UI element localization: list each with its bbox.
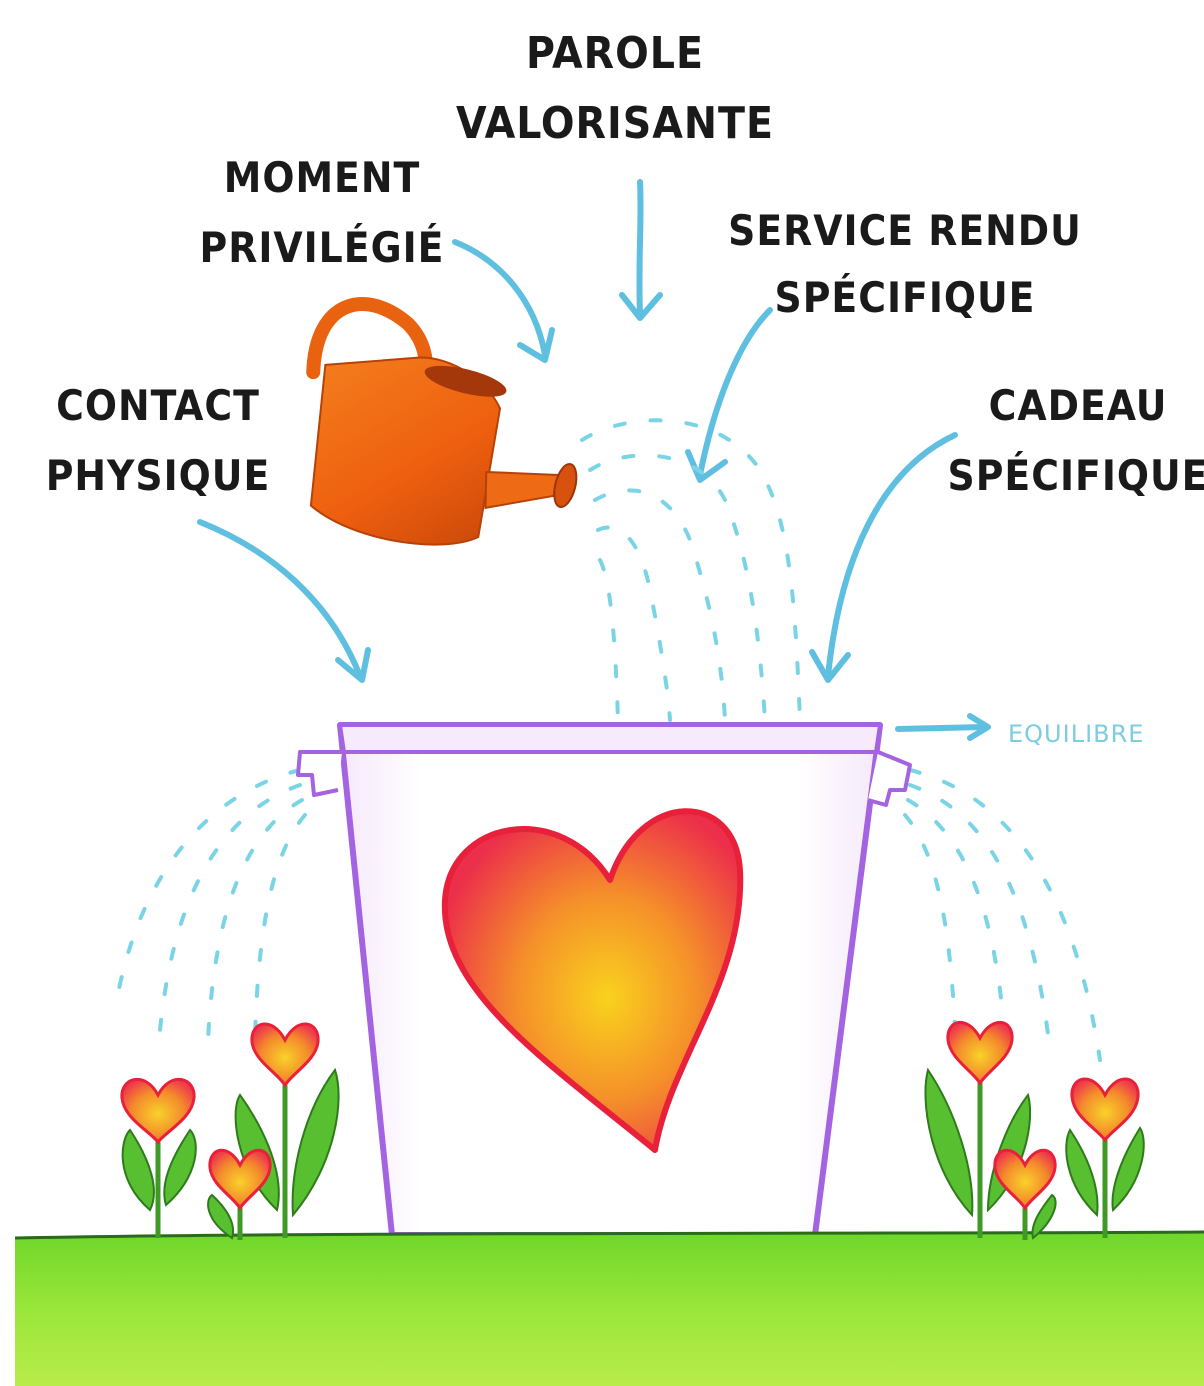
label-equilibre: EQUILIBRE xyxy=(1008,720,1144,748)
water-overflow-left xyxy=(115,770,305,1040)
label-moment-line1: MOMENT xyxy=(224,153,421,202)
flower-left-2 xyxy=(236,1024,339,1238)
arrow-equilibre xyxy=(898,716,988,738)
grass xyxy=(15,1232,1204,1386)
label-moment-line2: PRIVILÉGIÉ xyxy=(200,222,445,272)
flower-right-2 xyxy=(995,1150,1056,1240)
flower-right-1 xyxy=(925,1022,1030,1238)
flower-left-3 xyxy=(208,1150,270,1240)
label-parole-line1: PAROLE xyxy=(526,28,704,79)
label-parole-valorisante: PAROLE VALORISANTE xyxy=(456,28,774,149)
label-cadeau-line2: SPÉCIFIQUE xyxy=(948,450,1204,500)
arrow-moment xyxy=(455,242,552,360)
arrow-parole xyxy=(622,182,660,318)
flower-left-1 xyxy=(122,1079,196,1238)
label-service-rendu: SERVICE RENDU SPÉCIFIQUE xyxy=(728,206,1082,322)
label-service-line2: SPÉCIFIQUE xyxy=(775,272,1036,322)
label-contact-line1: CONTACT xyxy=(56,381,260,430)
flower-right-3 xyxy=(1066,1079,1143,1238)
label-contact-line2: PHYSIQUE xyxy=(46,451,271,500)
label-cadeau-specifique: CADEAU SPÉCIFIQUE xyxy=(948,381,1204,500)
arrow-service xyxy=(688,310,770,480)
water-overflow-right xyxy=(905,770,1100,1060)
label-service-line1: SERVICE RENDU xyxy=(728,206,1082,255)
arrow-contact xyxy=(200,522,368,680)
watering-can-icon xyxy=(275,294,606,580)
label-parole-line2: VALORISANTE xyxy=(456,98,774,149)
arrow-cadeau xyxy=(812,435,955,680)
label-cadeau-line1: CADEAU xyxy=(989,381,1168,430)
label-contact-physique: CONTACT PHYSIQUE xyxy=(46,381,271,500)
label-moment-privilegie: MOMENT PRIVILÉGIÉ xyxy=(200,153,445,272)
